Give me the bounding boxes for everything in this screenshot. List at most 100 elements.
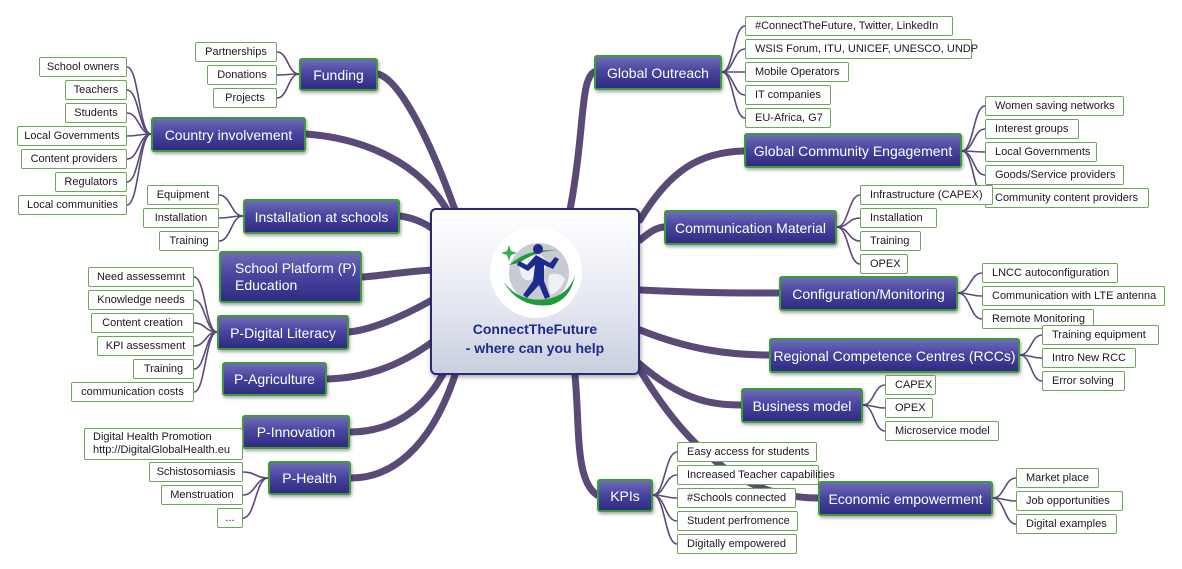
central-topic[interactable]: ConnectTheFuture - where can you help [430, 208, 640, 375]
leaf-regulators[interactable]: Regulators [55, 172, 127, 192]
leaf-link-9 [126, 133, 152, 206]
leaf-schools-connected[interactable]: #Schools connected [677, 488, 796, 508]
leaf-communication-costs[interactable]: communication costs [71, 382, 194, 402]
branch-funding[interactable]: Funding [299, 58, 378, 91]
leaf-link-22 [242, 477, 269, 519]
link-rcc [636, 326, 773, 359]
leaf-eu-africa-g7[interactable]: EU-Africa, G7 [745, 108, 831, 128]
leaf-opex-business[interactable]: OPEX [885, 398, 933, 418]
leaf-wsis-forum[interactable]: WSIS Forum, ITU, UNICEF, UNESCO, UNDP [745, 39, 978, 59]
link-country [302, 130, 454, 219]
link-innovation [346, 366, 449, 436]
leaf-menstruation[interactable]: Menstruation [161, 485, 243, 505]
leaf-need-assessment[interactable]: Need assessemnt [88, 267, 194, 287]
leaf-link-26 [721, 71, 746, 96]
leaf-job-opportunities[interactable]: Job opportunities [1016, 491, 1123, 511]
branch-school-platform[interactable]: School Platform (P) Education [219, 251, 362, 303]
leaf-interest-groups[interactable]: Interest groups [985, 119, 1079, 139]
link-kpis [571, 371, 601, 499]
leaf-microservice-model[interactable]: Microservice model [885, 421, 999, 441]
leaf-connectthefuture-twitter[interactable]: #ConnectTheFuture, Twitter, LinkedIn [745, 16, 953, 36]
leaf-donations[interactable]: Donations [207, 65, 277, 85]
leaf-local-governments[interactable]: Local Governments [17, 126, 127, 146]
leaf-infrastructure-capex[interactable]: Infrastructure (CAPEX) [860, 185, 993, 205]
leaf-knowledge-needs[interactable]: Knowledge needs [88, 290, 194, 310]
leaf-market-place[interactable]: Market place [1016, 468, 1099, 488]
leaf-link-45 [862, 404, 886, 432]
leaf-link-28 [961, 105, 986, 152]
leaf-teachers[interactable]: Teachers [65, 80, 127, 100]
link-digital-literacy [345, 296, 436, 336]
leaf-link-46 [652, 451, 678, 496]
branch-regional-competence-centres[interactable]: Regional Competence Centres (RCCs) [769, 338, 1020, 373]
leaf-students[interactable]: Students [65, 103, 127, 123]
branch-country-involvement[interactable]: Country involvement [151, 117, 306, 152]
leaf-kpi-assessment[interactable]: KPI assessment [97, 336, 194, 356]
leaf-link-2 [276, 73, 300, 99]
leaf-installation-left[interactable]: Installation [143, 208, 219, 228]
leaf-link-53 [992, 497, 1017, 525]
leaf-opex-communication[interactable]: OPEX [860, 254, 908, 274]
central-topic-subtitle: - where can you help [465, 340, 605, 356]
branch-communication-material[interactable]: Communication Material [664, 210, 837, 245]
leaf-student-performance[interactable]: Student perfromence [677, 511, 798, 531]
link-business [631, 356, 745, 409]
leaf-link-21 [242, 477, 269, 496]
leaf-digital-examples[interactable]: Digital examples [1016, 514, 1117, 534]
branch-global-community-engagement[interactable]: Global Community Engagement [744, 133, 962, 168]
leaf-link-50 [652, 494, 678, 545]
leaf-women-saving-networks[interactable]: Women saving networks [985, 96, 1124, 116]
leaf-school-owners[interactable]: School owners [39, 57, 127, 77]
branch-health[interactable]: P-Health [268, 461, 351, 495]
leaf-link-42 [1019, 354, 1043, 382]
leaf-content-creation[interactable]: Content creation [91, 313, 194, 333]
leaf-digitally-empowered[interactable]: Digitally empowered [677, 534, 797, 554]
leaf-link-51 [992, 477, 1017, 499]
branch-kpis[interactable]: KPIs [597, 479, 653, 512]
leaf-content-providers[interactable]: Content providers [21, 149, 127, 169]
link-school-platform [358, 266, 436, 281]
leaf-link-47 [652, 474, 678, 496]
branch-configuration-monitoring[interactable]: Configuration/Monitoring [779, 276, 958, 311]
leaf-equipment[interactable]: Equipment [147, 185, 219, 205]
leaf-goods-service-providers[interactable]: Goods/Service providers [985, 165, 1124, 185]
leaf-digital-health-promotion[interactable]: Digital Health Promotion http://DigitalG… [84, 428, 243, 460]
leaf-remote-monitoring[interactable]: Remote Monitoring [982, 309, 1094, 329]
leaf-lncc-autoconfiguration[interactable]: LNCC autoconfiguration [982, 263, 1118, 283]
leaf-mobile-operators[interactable]: Mobile Operators [745, 62, 849, 82]
leaf-partnerships[interactable]: Partnerships [195, 42, 277, 62]
leaf-link-39 [957, 292, 983, 320]
leaf-communication-lte-antenna[interactable]: Communication with LTE antenna [982, 286, 1165, 306]
leaf-easy-access-students[interactable]: Easy access for students [677, 442, 817, 462]
leaf-installation-right[interactable]: Installation [860, 208, 937, 228]
leaf-it-companies[interactable]: IT companies [745, 85, 831, 105]
leaf-training-equipment[interactable]: Training equipment [1042, 325, 1159, 345]
leaf-ellipsis[interactable]: ... [217, 508, 243, 528]
leaf-link-10 [218, 194, 244, 217]
link-outreach [566, 68, 598, 214]
leaf-increased-teacher-capabilities[interactable]: Increased Teacher capabilities [677, 465, 835, 485]
leaf-projects[interactable]: Projects [213, 88, 277, 108]
leaf-schistosomiasis[interactable]: Schistosomiasis [149, 462, 243, 482]
branch-global-outreach[interactable]: Global Outreach [594, 55, 722, 90]
branch-innovation[interactable]: P-Innovation [242, 415, 350, 449]
branch-installation-at-schools[interactable]: Installation at schools [243, 199, 400, 234]
leaf-intro-new-rcc[interactable]: Intro New RCC [1042, 348, 1136, 368]
branch-business-model[interactable]: Business model [741, 388, 863, 423]
leaf-link-20 [242, 471, 269, 479]
leaf-training-left[interactable]: Training [159, 231, 219, 251]
leaf-error-solving[interactable]: Error solving [1042, 371, 1125, 391]
leaf-training-literacy[interactable]: Training [133, 359, 194, 379]
leaf-local-governments-right[interactable]: Local Governments [985, 142, 1097, 162]
branch-agriculture[interactable]: P-Agriculture [222, 362, 327, 396]
leaf-training-right[interactable]: Training [860, 231, 921, 251]
leaf-link-40 [1019, 334, 1043, 356]
leaf-local-communities[interactable]: Local communities [18, 195, 127, 215]
leaf-community-content-providers[interactable]: Community content providers [985, 188, 1149, 208]
branch-digital-literacy[interactable]: P-Digital Literacy [217, 315, 349, 350]
leaf-capex[interactable]: CAPEX [885, 375, 936, 395]
branch-economic-empowerment[interactable]: Economic empowerment [818, 481, 993, 516]
leaf-link-12 [218, 215, 244, 242]
